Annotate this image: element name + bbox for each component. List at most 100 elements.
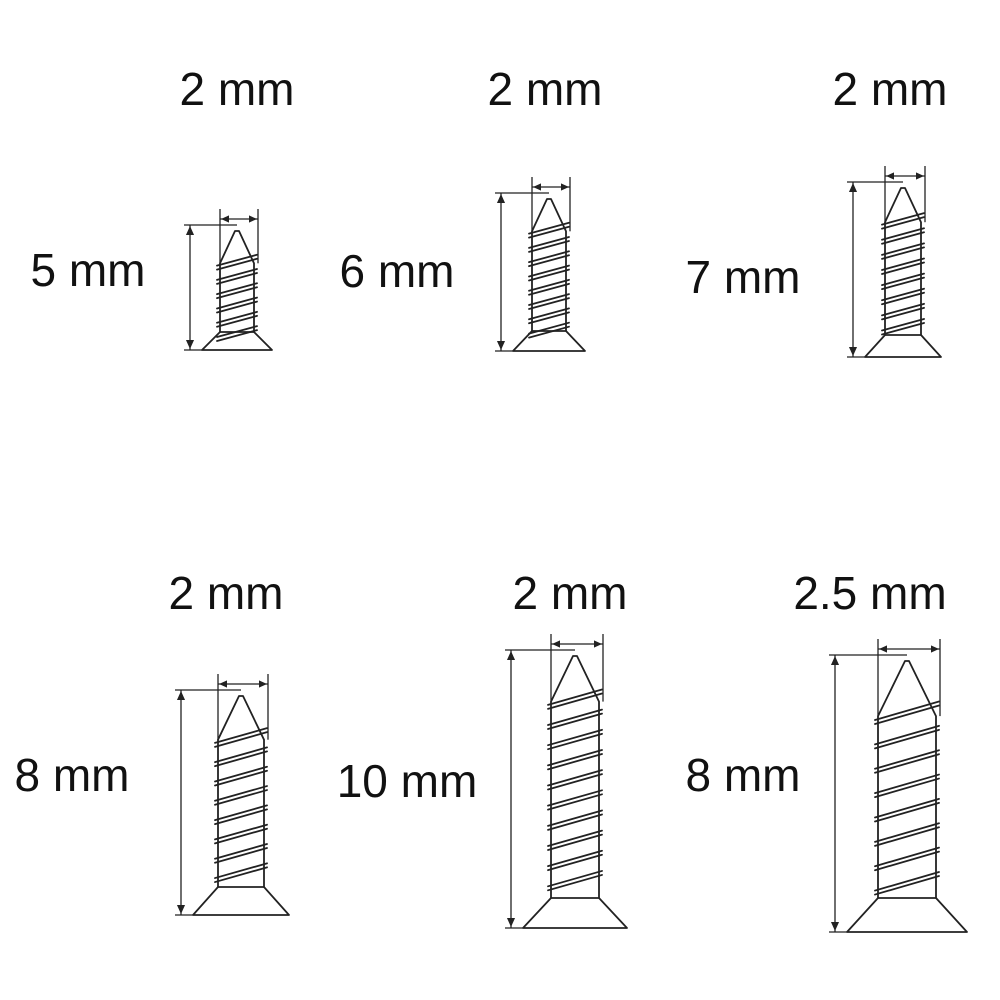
screw-2-thread-5 [528,278,570,296]
screw-6-drawing [829,639,968,933]
screw-3-thread-2 [881,227,925,245]
screw-3-diameter-label: 2 mm [833,63,948,115]
screw-4-thread-6 [214,823,268,845]
screw-6-thread-3 [874,749,940,774]
screw-3-thread-3 [881,242,925,260]
screw-5-dia-arrow-left [552,640,560,648]
screw-3-thread-8 [881,318,925,336]
screw-2-thread-2 [528,236,570,253]
screw-6-diameter-label: 2.5 mm [793,567,946,619]
screw-4-dia-arrow-right [259,680,267,688]
screw-6-thread-1 [874,700,940,725]
screw-6-len-arrow-top [830,656,840,665]
screw-5-dia-arrow-right [594,640,602,648]
screw-4-dia-arrow-left [219,680,227,688]
screw-6-thread-4 [874,773,940,799]
screw-2-dia-arrow-right [561,183,569,191]
screw-4-thread-8 [214,862,268,883]
screw-1-dia-arrow-right [249,215,257,223]
screw-2-thread-4 [528,264,570,282]
screw-5-length-label: 10 mm [337,755,478,807]
screw-1: 2 mm 5 mm [31,63,295,351]
screw-3-drawing [847,166,942,358]
screw-4-thread-7 [214,843,268,864]
screw-3-len-arrow-bottom [848,347,858,356]
screw-5-thread-2 [547,708,603,730]
screw-4-length-label: 8 mm [15,749,130,801]
screw-4-head [192,886,290,916]
screw-1-dia-arrow-left [221,215,229,223]
screw-2-len-arrow-bottom [496,341,506,350]
screw-4-drawing [175,674,290,916]
screw-5-len-arrow-top [506,651,516,660]
screw-6-length-label: 8 mm [686,749,801,801]
screw-3-thread-7 [881,302,925,321]
screw-5-thread-9 [547,849,603,872]
screw-1-head [201,331,273,351]
screw-3-thread-4 [881,257,925,275]
screw-5-len-arrow-bottom [506,918,516,927]
screw-2-thread-3 [528,250,570,268]
screw-6: 2.5 mm 8 mm [686,567,968,933]
screw-1-thread-1 [216,253,258,271]
screw-4-thread-4 [214,785,268,806]
screw-2-dia-arrow-left [533,183,541,191]
screw-6-thread-6 [874,822,940,847]
screw-1-diameter-label: 2 mm [180,63,295,115]
screw-1-thread-6 [216,325,258,342]
screw-1-len-arrow-top [185,226,195,235]
screw-4-thread-2 [214,746,268,768]
screw-4: 2 mm 8 mm [15,567,290,916]
screw-6-thread-5 [874,798,940,823]
screw-2-thread-1 [528,221,570,239]
screw-5-thread-1 [547,688,603,710]
screw-5-thread-7 [547,809,603,831]
screw-6-shank [877,660,937,899]
screw-2-diameter-label: 2 mm [488,63,603,115]
screw-3-length-label: 7 mm [686,251,801,303]
screw-1-thread-5 [216,310,258,328]
screw-1-thread-2 [216,268,258,285]
screw-5-diameter-label: 2 mm [513,567,628,619]
screw-4-thread-3 [214,765,268,787]
screw-2-len-arrow-top [496,194,506,203]
screw-5-thread-8 [547,829,603,851]
screw-5-thread-3 [547,728,603,751]
screw-3-shank [884,187,922,336]
screw-4-thread-1 [214,727,268,748]
screw-5-thread-6 [547,789,603,811]
screw-6-thread-7 [874,846,940,872]
screw-6-len-arrow-bottom [830,922,840,931]
screw-5-drawing [505,634,628,929]
screw-1-drawing [184,209,273,351]
screw-1-thread-3 [216,282,258,300]
screw-6-thread-2 [874,724,940,750]
screw-5-thread-5 [547,769,603,791]
screw-3-dia-arrow-right [916,172,924,180]
screw-6-head [846,897,968,933]
screw-6-dia-arrow-right [931,645,939,653]
screw-5-thread-10 [547,870,603,892]
screw-4-diameter-label: 2 mm [169,567,284,619]
screw-4-len-arrow-bottom [176,905,186,914]
screw-1-length-label: 5 mm [31,244,146,296]
screw-6-dia-arrow-left [879,645,887,653]
screw-5: 2 mm 10 mm [337,567,628,929]
screw-3-thread-1 [881,212,925,230]
screw-4-len-arrow-top [176,691,186,700]
screw-5-thread-4 [547,749,603,771]
screw-2-length-label: 6 mm [340,245,455,297]
screw-3-head [864,334,942,358]
screw-2-thread-6 [528,293,570,310]
screw-1-len-arrow-bottom [185,340,195,349]
screw-3-thread-6 [881,287,925,306]
screw-3: 2 mm 7 mm [686,63,948,358]
screw-2-head [512,330,586,352]
screw-3-dia-arrow-left [886,172,894,180]
screw-3-len-arrow-top [848,183,858,192]
screw-4-thread-5 [214,804,268,826]
screw-5-head [522,897,628,929]
screw-2-thread-7 [528,307,570,325]
screw-2: 2 mm 6 mm [340,63,603,352]
